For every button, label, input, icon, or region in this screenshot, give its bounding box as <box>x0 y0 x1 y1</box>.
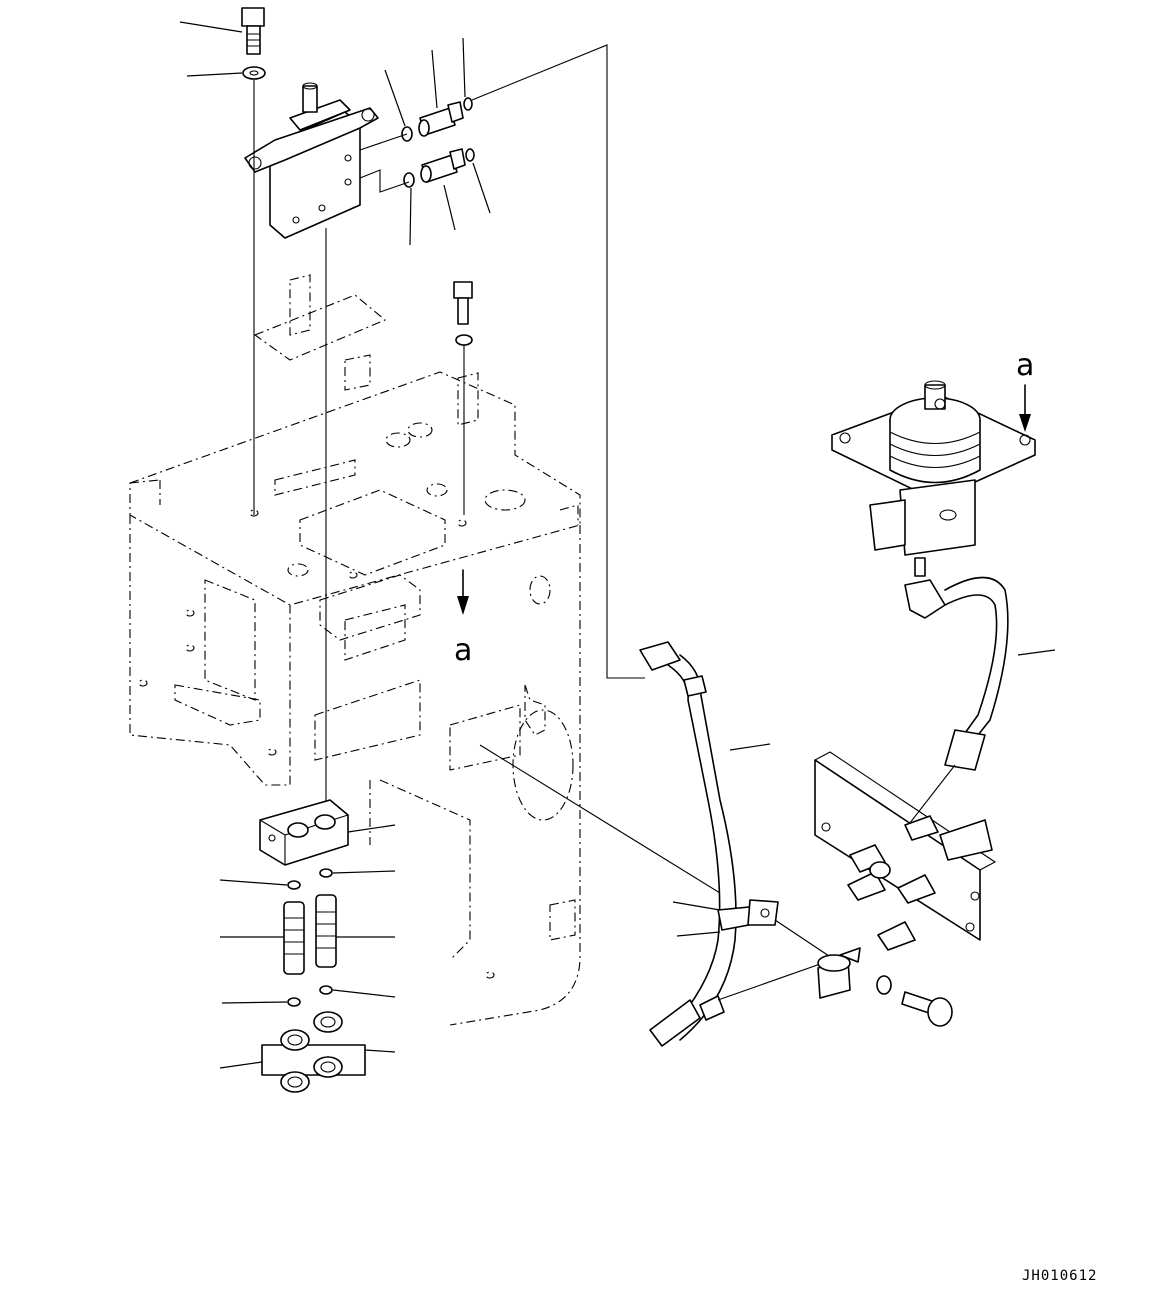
hose-clamp <box>717 899 779 931</box>
label-a: a <box>1016 348 1034 432</box>
frame-structure <box>129 274 581 1026</box>
bolt-middle <box>453 281 473 325</box>
adapter-right <box>315 894 337 968</box>
o-ring-5 <box>287 880 301 890</box>
o-ring-4 <box>465 148 475 162</box>
hose-center <box>639 641 737 1047</box>
pilot-valve-upper <box>244 82 379 239</box>
hose-right <box>904 576 1009 771</box>
adapter-left <box>283 901 305 975</box>
view-label-a: a <box>1016 348 1034 383</box>
washer-middle <box>455 334 473 346</box>
fitting-upper-1 <box>418 101 464 137</box>
o-ring-8 <box>319 985 333 995</box>
view-arrow-a: a <box>454 569 472 668</box>
control-manifold <box>814 751 997 951</box>
view-arrow-label: a <box>454 633 472 668</box>
washer-right <box>876 975 892 995</box>
cap-fitting <box>817 947 861 999</box>
o-ring-3 <box>403 172 415 188</box>
bolt-top <box>241 7 265 55</box>
manifold-block <box>259 799 349 866</box>
o-ring-6 <box>319 868 333 878</box>
fitting-upper-2 <box>420 148 466 183</box>
bolt-right <box>901 991 953 1027</box>
o-ring-7 <box>287 997 301 1007</box>
o-ring-2 <box>463 97 473 111</box>
washer-top <box>242 66 266 80</box>
drawing-code: JH010612 <box>1022 1268 1097 1284</box>
tee-fitting <box>261 1011 366 1093</box>
pilot-valve-right <box>831 380 1036 577</box>
